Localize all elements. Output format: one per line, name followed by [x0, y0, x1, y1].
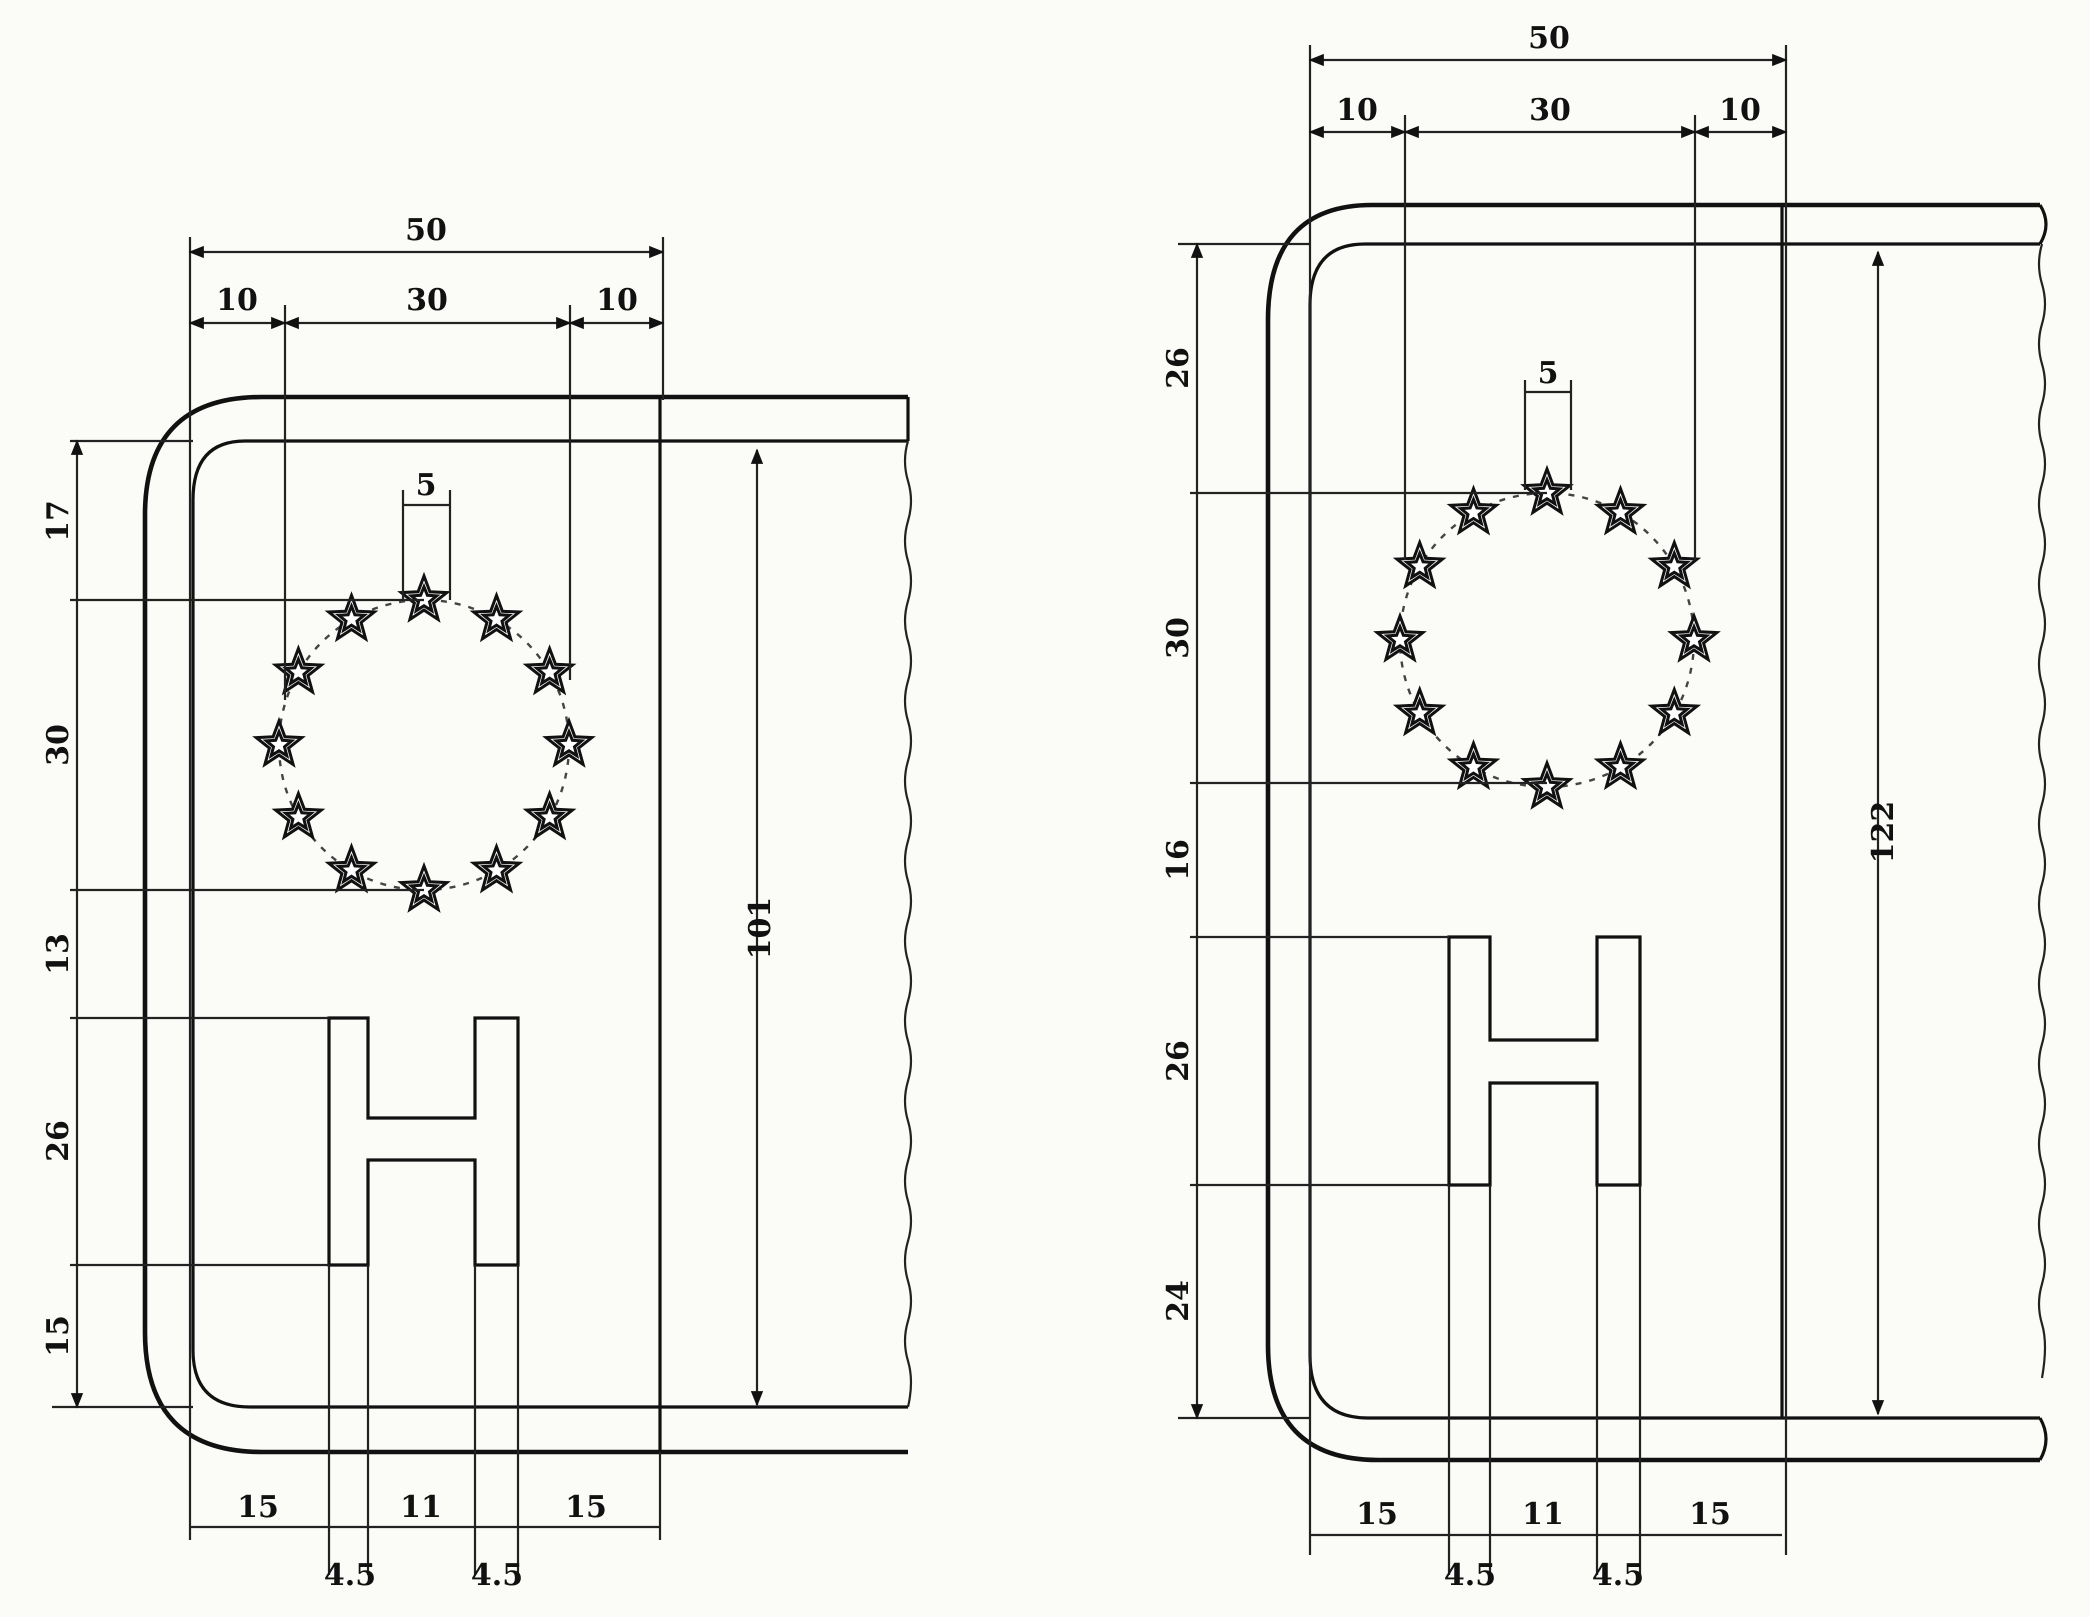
flag-outline-right	[1265, 202, 2048, 1463]
dimension-lines-left	[70, 245, 764, 1529]
star-inner-icon	[533, 655, 566, 687]
dim-star-gap: 5	[416, 468, 437, 503]
star-inner-icon	[1457, 495, 1490, 527]
dim-left-4: 26	[1161, 1040, 1196, 1082]
dim-bottom-right: 15	[1689, 1497, 1731, 1532]
dimension-labels-right: 50 10 30 10 5 26 30 16 26 24 122 15 11 1…	[1161, 21, 1901, 1593]
dim-total-width: 50	[405, 213, 447, 248]
h-emblem-left	[327, 1016, 520, 1267]
dim-left-1: 26	[1161, 347, 1196, 389]
extension-lines-left	[52, 237, 665, 1575]
dim-left-2: 30	[41, 724, 76, 766]
star-inner-icon	[262, 727, 296, 759]
star-ring-left	[252, 571, 596, 913]
dim-bottom-right: 15	[565, 1490, 607, 1525]
dim-star-gap: 5	[1538, 356, 1559, 391]
dim-height: 101	[743, 897, 778, 960]
dim-left-3: 13	[41, 933, 76, 975]
dim-left-1: 17	[41, 500, 76, 542]
star-inner-icon	[282, 800, 315, 832]
dim-bottom-left: 15	[1356, 1497, 1398, 1532]
star-inner-icon	[1383, 622, 1417, 654]
dim-left-margin: 10	[1336, 93, 1378, 128]
diagram-right: 50 10 30 10 5 26 30 16 26 24 122 15 11 1…	[1161, 21, 2048, 1593]
dim-circle-width: 30	[406, 283, 448, 318]
dim-small-right: 4.5	[471, 1558, 523, 1593]
star-circle-left	[252, 571, 596, 913]
dim-left-5: 15	[41, 1315, 76, 1357]
star-inner-icon	[335, 602, 368, 634]
dim-small-left: 4.5	[1444, 1558, 1496, 1593]
dim-right-margin: 10	[1719, 93, 1761, 128]
star-inner-icon	[552, 727, 586, 759]
dim-bottom-left: 15	[237, 1490, 279, 1525]
dim-circle-width: 30	[1529, 93, 1571, 128]
star-inner-icon	[1604, 750, 1637, 782]
star-inner-icon	[1403, 696, 1437, 728]
star-inner-icon	[407, 872, 441, 904]
star-inner-icon	[533, 800, 566, 832]
star-inner-icon	[480, 853, 513, 885]
dim-left-3: 16	[1161, 839, 1196, 881]
dimension-lines-right	[1190, 53, 1885, 1537]
dim-small-left: 4.5	[324, 1558, 376, 1593]
star-inner-icon	[1457, 750, 1490, 782]
star-inner-icon	[407, 582, 441, 614]
star-inner-icon	[1403, 549, 1437, 581]
star-inner-icon	[1657, 549, 1691, 581]
dim-left-4: 26	[41, 1120, 76, 1162]
dim-total-width: 50	[1528, 21, 1570, 56]
dim-left-margin: 10	[216, 283, 258, 318]
star-circle-right	[1373, 464, 1721, 810]
star-ring-right	[1373, 464, 1721, 810]
dim-bottom-middle: 11	[400, 1490, 442, 1525]
diagram-left: 50 10 30 10 5 17 30 13 26 15 101 15 11 1…	[41, 213, 913, 1593]
star-inner-icon	[1657, 696, 1691, 728]
dimension-labels-left: 50 10 30 10 5 17 30 13 26 15 101 15 11 1…	[41, 213, 778, 1593]
dim-height: 122	[1866, 801, 1901, 864]
star-inner-icon	[1677, 622, 1711, 654]
dim-bottom-middle: 11	[1522, 1497, 1564, 1532]
h-emblem-right	[1447, 935, 1642, 1187]
star-inner-icon	[480, 602, 513, 634]
dim-small-right: 4.5	[1592, 1558, 1644, 1593]
star-inner-icon	[282, 655, 315, 687]
flag-outline-left	[142, 394, 913, 1455]
star-inner-icon	[335, 853, 368, 885]
dim-right-margin: 10	[596, 283, 638, 318]
extension-lines-right	[1178, 45, 1788, 1575]
star-inner-icon	[1530, 475, 1564, 507]
dim-left-5: 24	[1161, 1280, 1196, 1322]
star-inner-icon	[1604, 495, 1637, 527]
dim-left-2: 30	[1161, 617, 1196, 659]
